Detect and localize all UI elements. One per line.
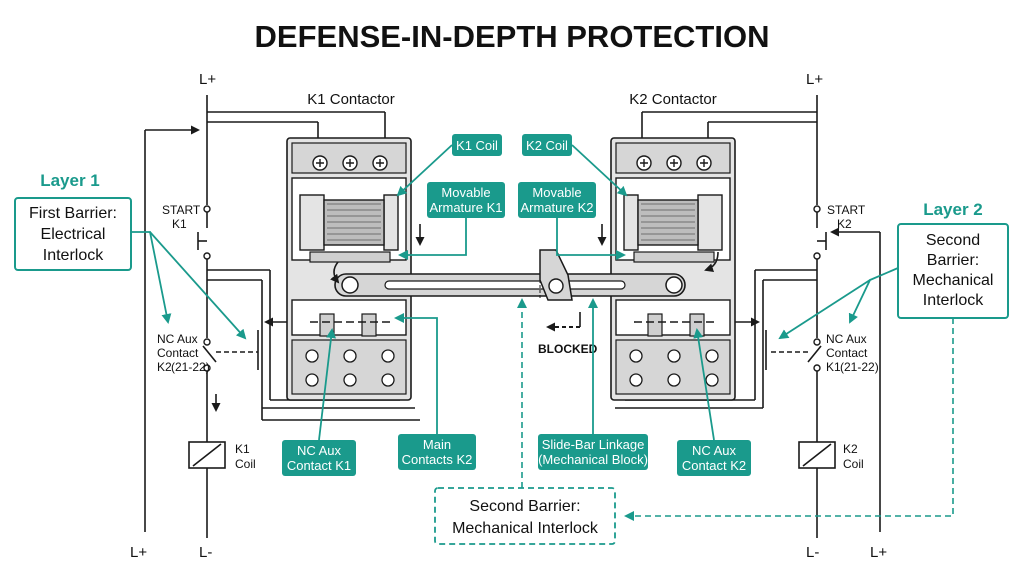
- k1-start-label-2: K1: [172, 217, 187, 231]
- svg-text:Main: Main: [423, 437, 451, 452]
- k2-contactor-title: K2 Contactor: [629, 91, 717, 108]
- l-minus-label-left: L-: [199, 544, 212, 561]
- tag-armature-k1: Movable Armature K1: [398, 182, 505, 260]
- tag-k1-coil: K1 Coil: [396, 134, 502, 197]
- layer2-line1: Second: [926, 232, 980, 249]
- tag-slidebar-linkage: Slide-Bar Linkage (Mechanical Block): [538, 298, 648, 470]
- k2-nc-label-1: NC Aux: [826, 332, 867, 346]
- l-minus-label-right: L-: [806, 544, 819, 561]
- blocked-label: BLOCKED: [538, 342, 598, 356]
- second-barrier-line1: Second Barrier:: [469, 498, 580, 515]
- k2-start-label-1: START: [827, 203, 866, 217]
- tag-k2-coil: K2 Coil: [522, 134, 628, 197]
- tag-armature-k2: Movable Armature K2: [518, 182, 626, 260]
- second-barrier-line2: Mechanical Interlock: [452, 520, 599, 537]
- layer1-line2: Electrical: [41, 226, 106, 243]
- tag-main-contacts-k2: Main Contacts K2: [394, 313, 476, 470]
- layer2-line2: Barrier:: [927, 252, 979, 269]
- tag-nc-aux-k2: NC Aux Contact K2: [677, 328, 751, 476]
- k1-nc-ref: (21-22): [171, 360, 210, 374]
- k2-nc-label-3: K1: [826, 360, 841, 374]
- k2-coil-label-1: K2: [843, 442, 858, 456]
- k2-control-circuit: L+ START K2 NC Aux Contact K1 (21-22) K2…: [615, 71, 887, 561]
- svg-text:Contacts K2: Contacts K2: [402, 452, 473, 467]
- layer2-callout: Layer 2 Second Barrier: Mechanical Inter…: [624, 200, 1009, 521]
- svg-text:Movable: Movable: [441, 185, 490, 200]
- k1-nc-label-1: NC Aux: [157, 332, 198, 346]
- svg-text:Contact K1: Contact K1: [287, 458, 351, 473]
- l-plus-label-bottom-right: L+: [870, 544, 887, 561]
- k2-bottom-terminals: [629, 349, 719, 387]
- svg-text:K2 Coil: K2 Coil: [526, 138, 568, 153]
- k1-contactor-title: K1 Contactor: [307, 91, 395, 108]
- tag-nc-aux-k1: NC Aux Contact K1: [282, 328, 356, 476]
- k2-coil-winding: [637, 199, 699, 246]
- k1-nc-label-2: Contact: [157, 346, 199, 360]
- svg-text:Movable: Movable: [532, 185, 581, 200]
- k1-coil-label-2: Coil: [235, 457, 256, 471]
- layer1-callout: Layer 1 First Barrier: Electrical Interl…: [14, 171, 247, 340]
- second-barrier-box: Second Barrier: Mechanical Interlock: [434, 298, 616, 545]
- k1-start-label-1: START: [162, 203, 201, 217]
- svg-text:K1 Coil: K1 Coil: [456, 138, 498, 153]
- k2-nc-label-2: Contact: [826, 346, 868, 360]
- svg-text:Armature K1: Armature K1: [430, 200, 503, 215]
- l-plus-label-top-left: L+: [199, 71, 216, 88]
- k1-bottom-terminals: [305, 349, 395, 387]
- layer2-line4: Interlock: [923, 292, 984, 309]
- k1-nc-label-3: K2: [157, 360, 172, 374]
- layer1-line3: Interlock: [43, 247, 104, 264]
- layer1-label: Layer 1: [40, 171, 100, 190]
- k1-coil-winding: [323, 199, 385, 246]
- k1-control-circuit: L+ START K1 NC Aux Contact K2 (21-22) K1…: [130, 71, 420, 561]
- slide-bar-linkage: BLOCKED: [330, 249, 719, 356]
- svg-text:NC Aux: NC Aux: [692, 443, 737, 458]
- l-plus-label-top-right: L+: [806, 71, 823, 88]
- svg-text:Contact K2: Contact K2: [682, 458, 746, 473]
- l-plus-label-bottom-left: L+: [130, 544, 147, 561]
- page-title: DEFENSE-IN-DEPTH PROTECTION: [255, 19, 770, 54]
- svg-text:(Mechanical Block): (Mechanical Block): [538, 452, 648, 467]
- svg-text:Slide-Bar Linkage: Slide-Bar Linkage: [542, 437, 645, 452]
- k1-top-terminals: [312, 155, 388, 171]
- k1-contactor: K1 Contactor: [286, 91, 425, 401]
- layer1-line1: First Barrier:: [29, 205, 117, 222]
- svg-text:Armature K2: Armature K2: [521, 200, 594, 215]
- k2-start-label-2: K2: [837, 217, 852, 231]
- k2-top-terminals: [636, 155, 712, 171]
- k1-coil-label-1: K1: [235, 442, 250, 456]
- svg-text:NC Aux: NC Aux: [297, 443, 342, 458]
- k2-coil-label-2: Coil: [843, 457, 864, 471]
- k2-contactor: K2 Contactor: [597, 91, 736, 401]
- layer2-label: Layer 2: [923, 200, 983, 219]
- layer2-line3: Mechanical: [913, 272, 994, 289]
- k2-nc-ref: (21-22): [840, 360, 879, 374]
